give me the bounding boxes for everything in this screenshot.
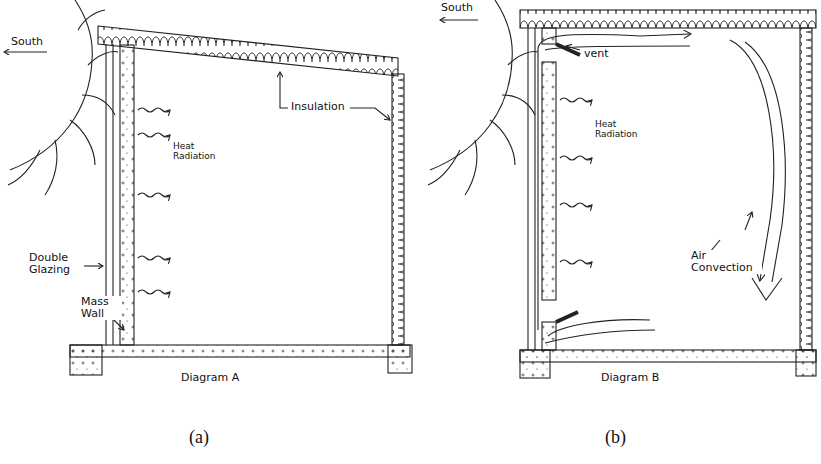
subfigure-label: (b): [604, 428, 627, 448]
glazing-label: Double Glazing: [28, 252, 84, 276]
mass-wall-label: Mass Wall: [80, 296, 122, 320]
vent-label: vent: [583, 48, 610, 60]
insulation-label: Insulation: [290, 101, 346, 113]
diagram-title: Diagram B: [600, 372, 660, 384]
heat-radiation-label: Heat Radiation: [594, 120, 648, 140]
air-convection-label: Air Convection: [690, 250, 762, 274]
compass-label: South: [10, 36, 44, 48]
compass-label: South: [440, 2, 474, 14]
heat-radiation-label: Heat Radiation: [172, 142, 226, 162]
diagram-title: Diagram A: [180, 372, 240, 384]
subfigure-label: (a): [188, 428, 210, 448]
